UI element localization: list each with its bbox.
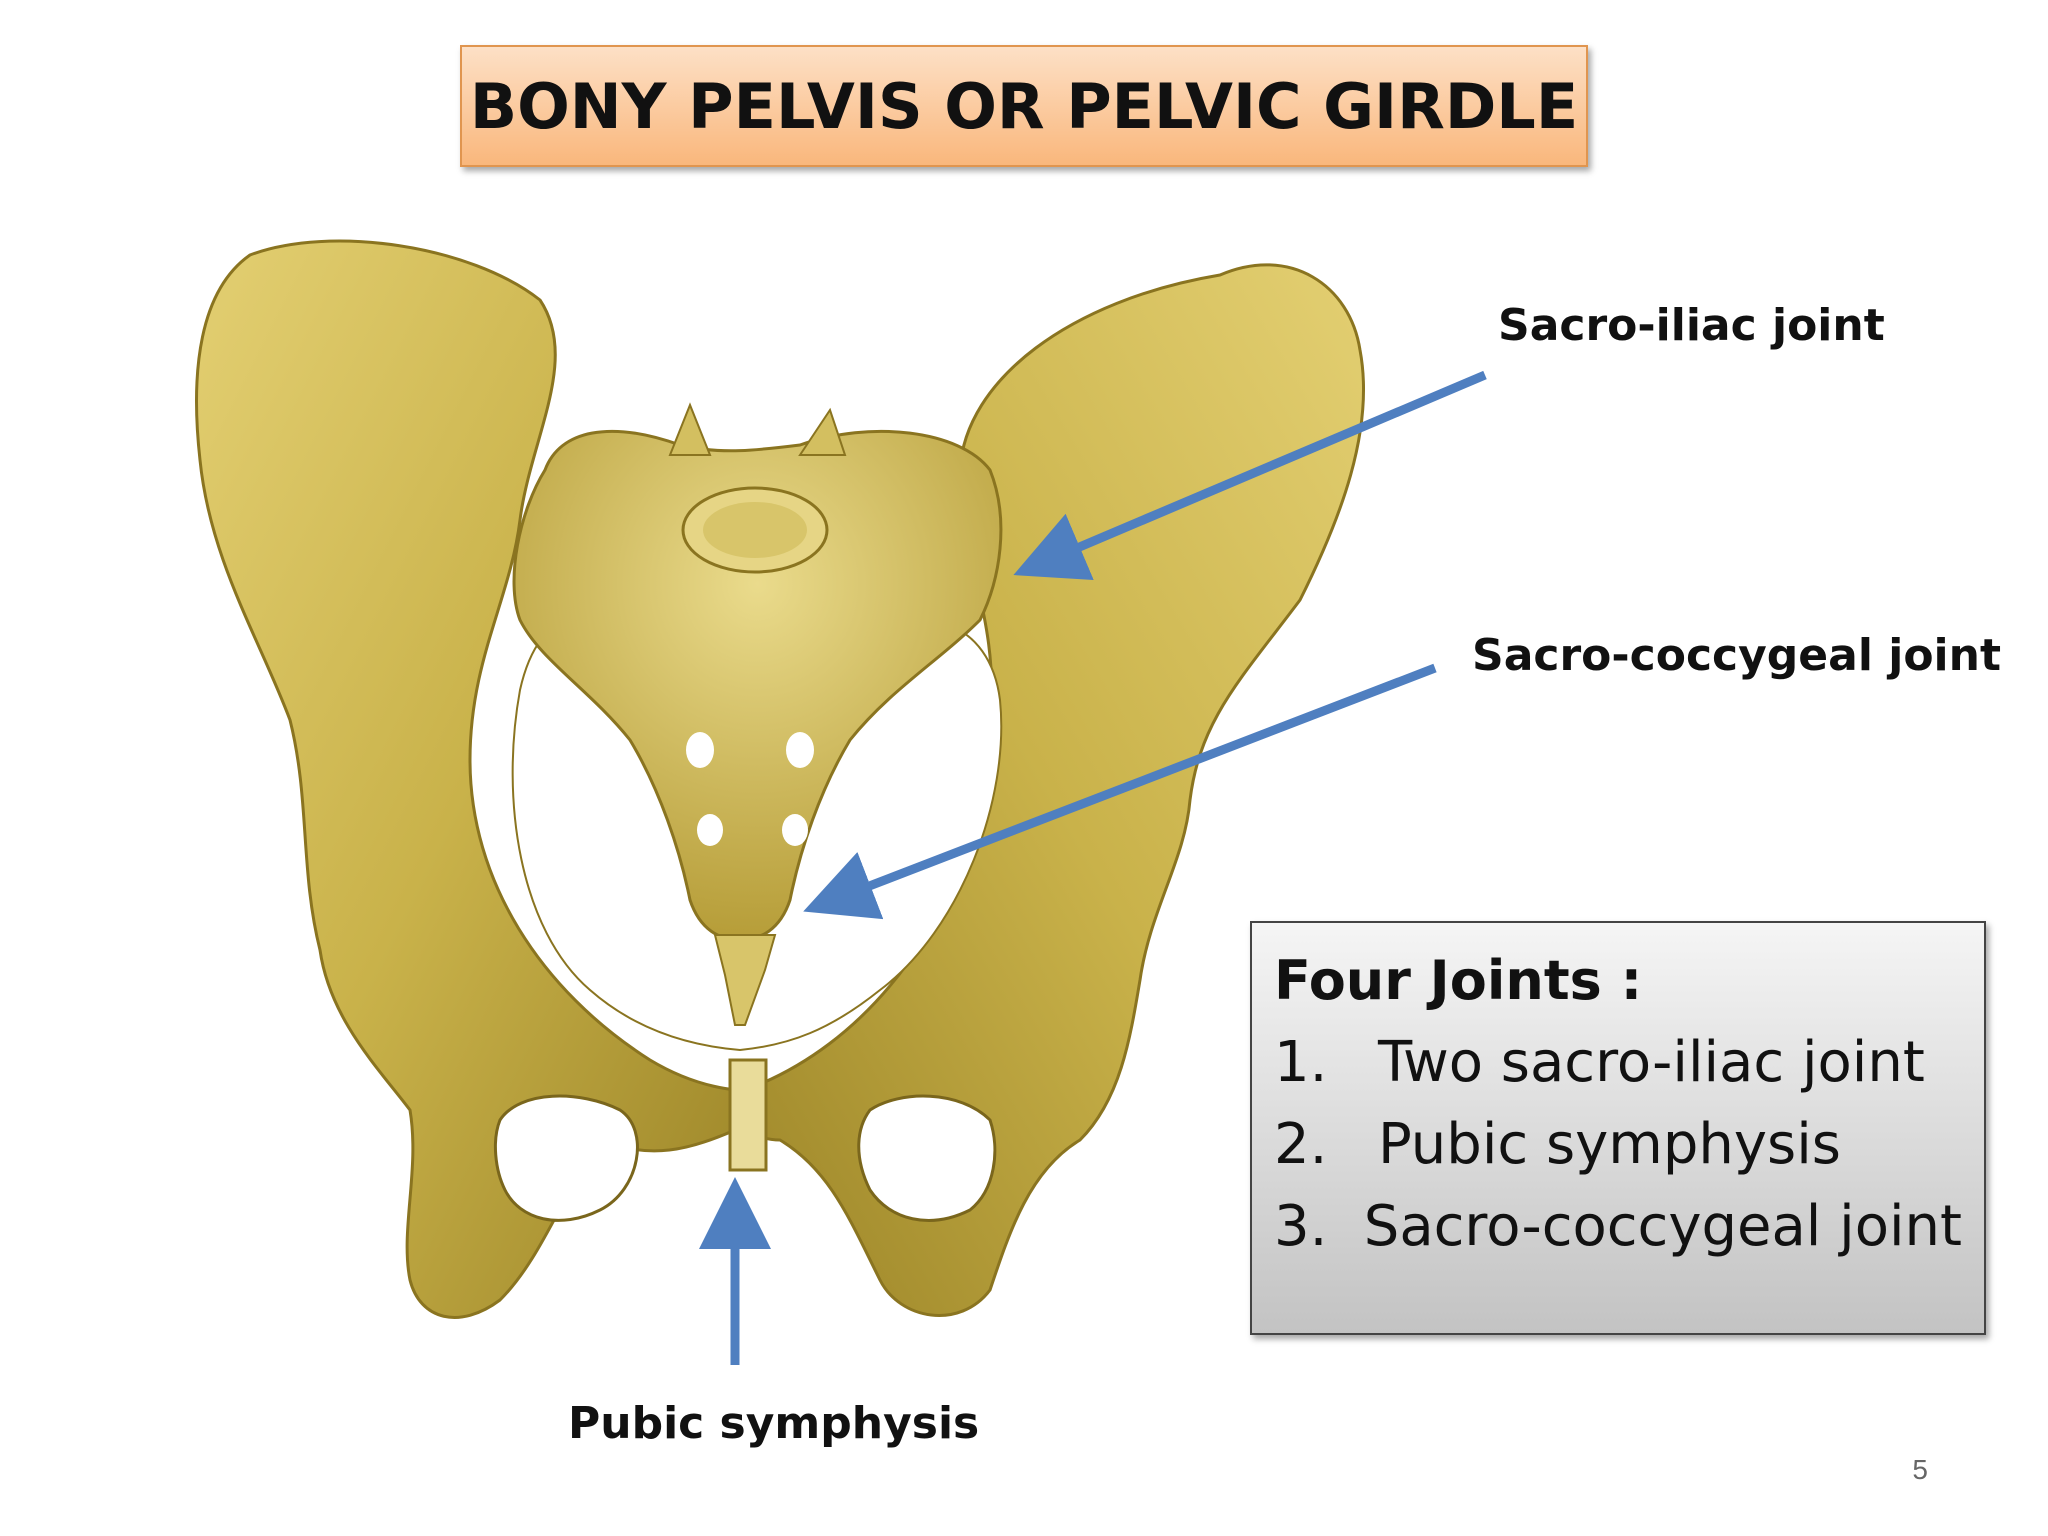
list-item-text: Pubic symphysis (1378, 1112, 1841, 1177)
right-obturator-foramen (857, 1094, 997, 1222)
sacro-coccygeal-arrow (803, 663, 1437, 920)
four-joints-box: Four Joints : 1. Two sacro-iliac joint 2… (1250, 921, 1986, 1335)
sacrum (512, 429, 1003, 942)
slide-title-box: BONY PELVIS OR PELVIC GIRDLE (460, 45, 1588, 167)
list-item-number: 3. (1274, 1194, 1328, 1259)
list-item-number: 1. (1274, 1030, 1328, 1095)
list-item: 1. Two sacro-iliac joint (1274, 1022, 1962, 1104)
label-sacro-iliac: Sacro-iliac joint (1498, 300, 1885, 351)
list-item-number: 2. (1274, 1112, 1328, 1177)
left-obturator-foramen (494, 1094, 639, 1222)
list-item-text: Two sacro-iliac joint (1378, 1030, 1925, 1095)
list-item: 2. Pubic symphysis (1274, 1104, 1962, 1186)
label-sacro-coccygeal: Sacro-coccygeal joint (1472, 630, 2001, 681)
sacro-iliac-arrow (1013, 370, 1487, 581)
page-number: 5 (1912, 1454, 1928, 1485)
slide-title: BONY PELVIS OR PELVIC GIRDLE (469, 69, 1579, 143)
coccyx (713, 934, 777, 1026)
joints-list: 1. Two sacro-iliac joint 2. Pubic symphy… (1274, 1022, 1962, 1268)
label-pubic-symphysis: Pubic symphysis (568, 1398, 980, 1449)
list-item-text: Sacro-coccygeal joint (1363, 1194, 1962, 1259)
list-item: 3. Sacro-coccygeal joint (1274, 1186, 1962, 1268)
pubic-symphysis-cartilage (728, 1058, 768, 1172)
joints-heading: Four Joints : (1274, 949, 1643, 1012)
